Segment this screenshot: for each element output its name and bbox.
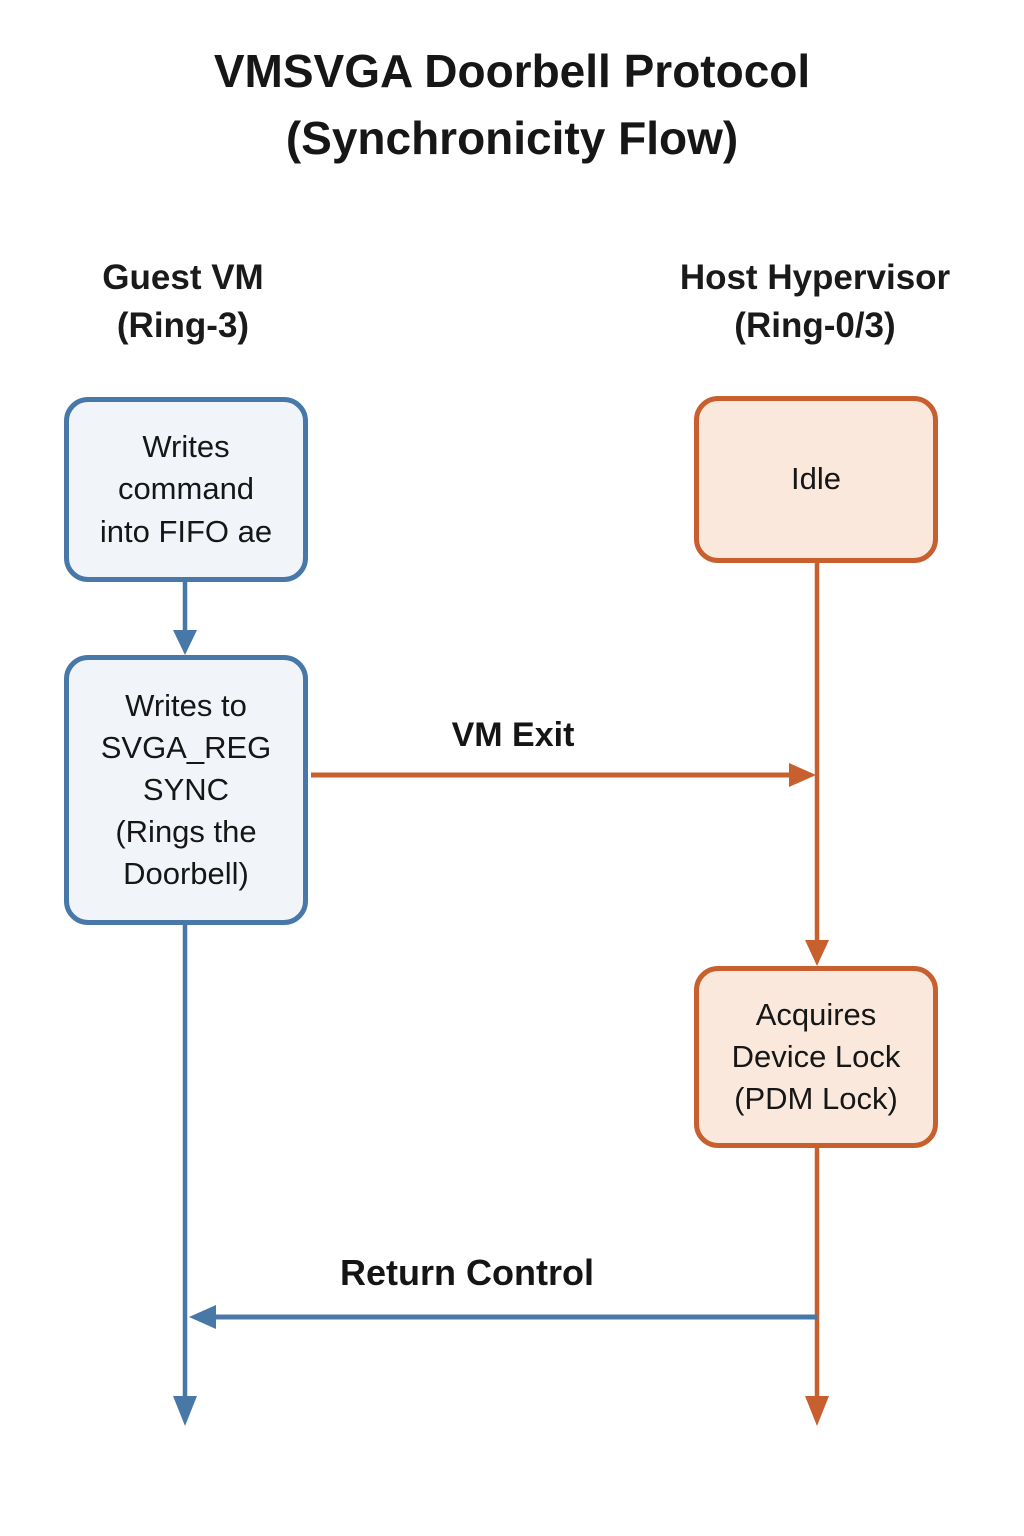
- arrow-host-idle-to-lock: [805, 562, 829, 966]
- arrow-return-control: [189, 1305, 817, 1329]
- arrow-vm-exit: [311, 763, 816, 787]
- actor-host-hypervisor-header: Host Hypervisor(Ring-0/3): [679, 258, 951, 346]
- edge-label-return-control: Return Control: [340, 1252, 594, 1293]
- arrow-fifo-to-sync: [173, 582, 197, 655]
- node-idle: Idle: [694, 396, 938, 563]
- lifeline-guest-bottom: [173, 925, 197, 1426]
- node-idle-label: Idle: [791, 461, 841, 497]
- lifeline-host-bottom: [805, 1148, 829, 1426]
- diagram-title: VMSVGA Doorbell Protocol(Synchronicity F…: [213, 45, 811, 164]
- edge-label-vm-exit: VM Exit: [451, 716, 575, 754]
- actor-guest-vm-header: Guest VM(Ring-3): [102, 258, 264, 346]
